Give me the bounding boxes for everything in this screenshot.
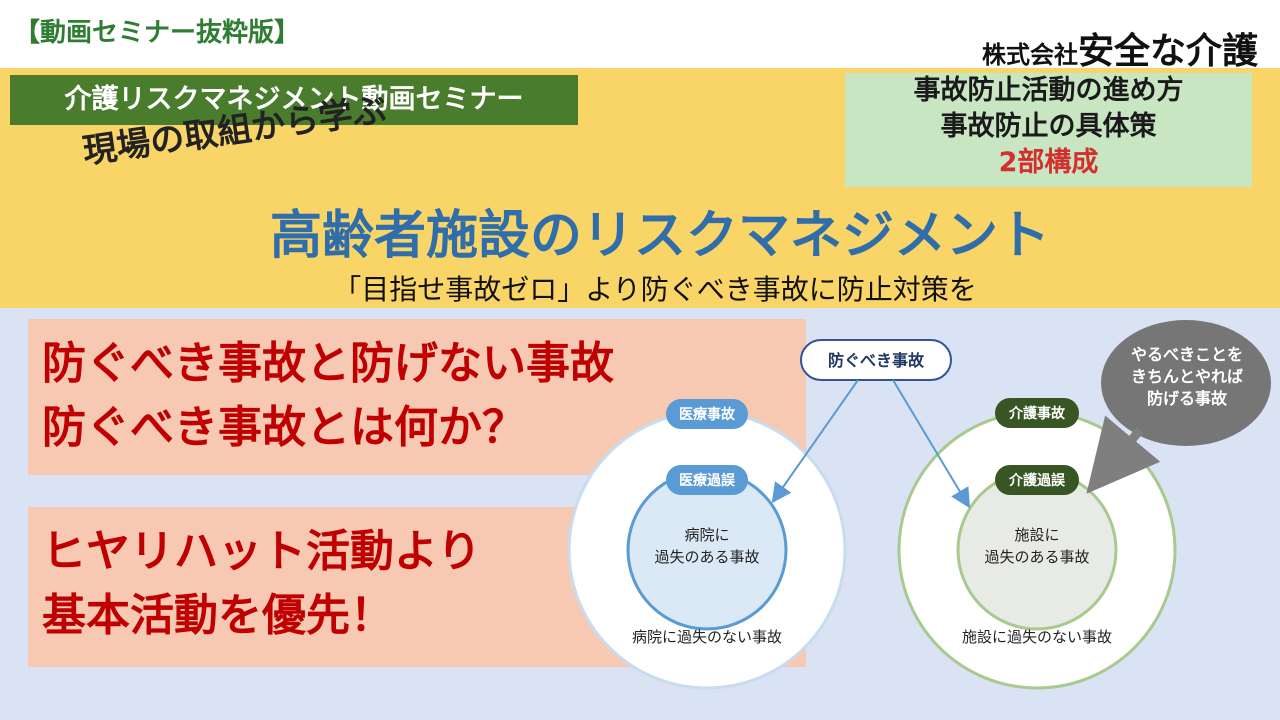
tagline: 「目指せ事故ゼロ」より防ぐべき事故に防止対策を [333, 273, 977, 306]
callout-line-2: きちんとやれば [1130, 367, 1243, 386]
topic-1-line-2: 防ぐべき事故とは何か？ [42, 402, 526, 453]
structure-line-2: 事故防止の具体策 [940, 111, 1157, 142]
care-accident-label: 介護事故 [1008, 405, 1066, 422]
company-prefix: 株式会社 [981, 41, 1078, 69]
facility-fault-line-1: 施設に [1014, 526, 1059, 544]
excerpt-label: 【動画セミナー抜粋版】 [14, 18, 301, 48]
callout-text: やるべきことを きちんとやれば 防げる事故 [1112, 344, 1262, 410]
facility-fault-line-2: 過失のある事故 [984, 548, 1089, 566]
accident-diagram: 医療事故 医療過誤 病院に 過失のある事故 病院に過失のない事故 介護事故 介護… [567, 320, 1271, 690]
topic-2: ヒヤリハット活動より 基本活動を優先！ [42, 520, 481, 648]
structure-line-3: 2部構成 [998, 147, 1099, 178]
arrow-to-medical-error [771, 379, 859, 504]
topic-2-line-1: ヒヤリハット活動より [42, 526, 482, 577]
callout-bubble [1101, 320, 1271, 446]
topic-1: 防ぐべき事故と防げない事故 防ぐべき事故とは何か？ [42, 332, 614, 460]
company-main-name: 安全な介護 [1077, 31, 1258, 72]
arrow-to-care-error [892, 379, 971, 509]
hospital-no-fault-text: 病院に過失のない事故 [632, 628, 782, 646]
callout-line-1: やるべきことを [1130, 345, 1243, 364]
hospital-fault-line-1: 病院に [684, 526, 729, 544]
medical-accident-tag [666, 399, 748, 429]
hospital-fault-line-2: 過失のある事故 [654, 548, 759, 566]
medical-accident-label: 医療事故 [679, 406, 736, 423]
structure-line-1: 事故防止活動の進め方 [913, 75, 1184, 106]
callout-line-3: 防げる事故 [1146, 389, 1227, 408]
header-bar [0, 0, 1280, 68]
care-error-tag [995, 465, 1079, 495]
company-name: 株式会社安全な介護 [982, 22, 1258, 74]
callout-arrow [1086, 415, 1161, 494]
structure-box: 事故防止活動の進め方 事故防止の具体策 2部構成 [845, 73, 1252, 187]
medical-error-label: 医療過誤 [679, 472, 736, 489]
topic-2-line-2: 基本活動を優先！ [42, 590, 394, 641]
seminar-label: 介護リスクマネジメント動画セミナー [10, 75, 578, 125]
main-title: 高齢者施設のリスクマネジメント [269, 206, 1050, 266]
care-error-label: 介護過誤 [1008, 472, 1066, 489]
preventable-accident-pill [800, 339, 952, 381]
preventable-accident-label: 防ぐべき事故 [828, 351, 925, 370]
facility-no-fault-text: 施設に過失のない事故 [962, 628, 1112, 646]
topic-1-line-1: 防ぐべき事故と防げない事故 [42, 338, 614, 389]
medical-error-tag [666, 465, 748, 495]
care-accident-tag [995, 398, 1079, 428]
